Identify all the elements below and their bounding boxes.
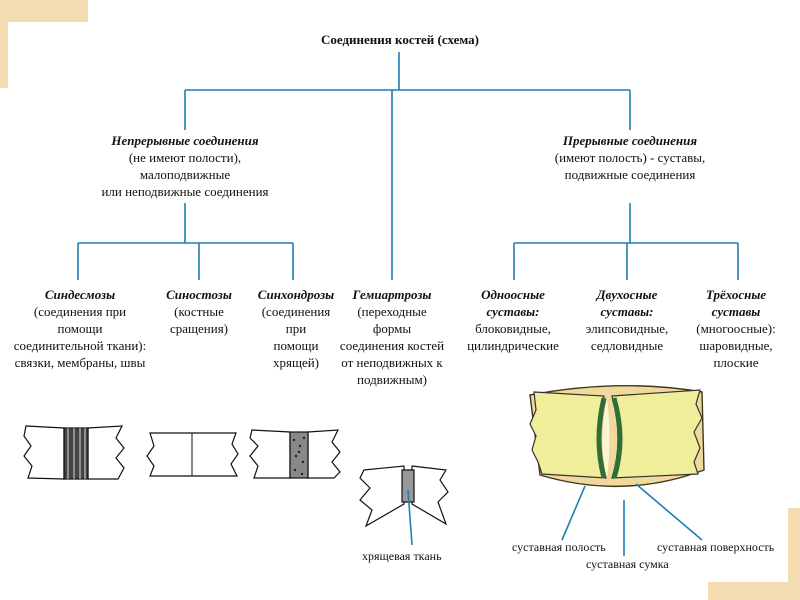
node-biaxial-desc: элипсовидные, седловидные [585, 321, 669, 353]
node-biaxial-head: Двухосные суставы: [596, 287, 658, 319]
node-hemiarthroses-head: Гемиартрозы [352, 287, 432, 302]
label-joint-capsule: суставная сумка [586, 557, 669, 571]
synchondrosis-sketch [249, 429, 341, 479]
label-joint-surface: суставная поверхность [657, 540, 775, 554]
node-hemiarthroses-desc: (переходные формы соединения костей от н… [339, 304, 445, 387]
node-hemiarthroses: Гемиартрозы (переходные формы соединения… [338, 286, 446, 388]
node-synchondroses: Синхондрозы (соединения при помощи хряще… [250, 286, 342, 371]
node-discontinuous: Прерывные соединения (имеют полость) - с… [520, 132, 740, 183]
label-joint-cavity: суставная полость [512, 540, 606, 554]
diagram-title: Соединения костей (схема) [320, 32, 480, 47]
decor-corner [0, 0, 88, 22]
node-continuous-desc: (не имеют полости), малоподвижные или не… [101, 150, 269, 199]
synovial-joint-sketch [529, 384, 705, 556]
syndesmosis-sketch [23, 425, 125, 480]
node-synostoses-desc: (костные сращения) [169, 304, 229, 336]
decor-corner [708, 582, 800, 600]
decor-corner [788, 508, 800, 600]
node-syndesmoses-head: Синдесмозы [44, 287, 116, 302]
node-continuous: Непрерывные соединения (не имеют полости… [95, 132, 275, 200]
node-discontinuous-desc: (имеют полость) - суставы, подвижные сое… [554, 150, 706, 182]
node-triaxial-desc: (многоосные): шаровидные, плоские [696, 321, 776, 370]
node-triaxial: Трёхосные суставы (многоосные): шаровидн… [680, 286, 792, 371]
node-synostoses: Синостозы (костные сращения) [146, 286, 252, 337]
node-continuous-head: Непрерывные соединения [111, 133, 259, 148]
hemiarthrosis-sketch [359, 465, 449, 546]
node-syndesmoses-desc: (соединения при помощи соединительной тк… [13, 304, 147, 370]
node-syndesmoses: Синдесмозы (соединения при помощи соедин… [10, 286, 150, 371]
node-synostoses-head: Синостозы [166, 287, 232, 302]
node-discontinuous-head: Прерывные соединения [562, 133, 698, 148]
node-synchondroses-head: Синхондрозы [257, 287, 335, 302]
node-uniaxial: Одноосные суставы: блоковидные, цилиндри… [455, 286, 571, 354]
synostosis-sketch [146, 432, 239, 477]
node-uniaxial-desc: блоковидные, цилиндрические [467, 321, 559, 353]
node-biaxial: Двухосные суставы: элипсовидные, седлови… [572, 286, 682, 354]
node-triaxial-head: Трёхосные суставы [705, 287, 767, 319]
decor-corner [0, 0, 8, 88]
node-uniaxial-head: Одноосные суставы: [481, 287, 545, 319]
label-cartilage: хрящевая ткань [362, 549, 442, 563]
node-synchondroses-desc: (соединения при помощи хрящей) [261, 304, 331, 370]
